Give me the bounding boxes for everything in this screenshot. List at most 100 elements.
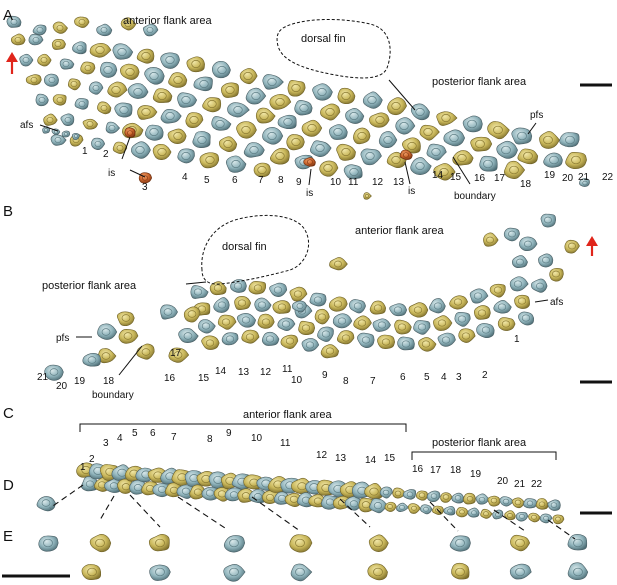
panel-a-scale-ridge — [225, 86, 235, 94]
panel-b-number-14: 14 — [215, 366, 227, 377]
panel-d-scale-top — [511, 497, 525, 509]
panel-b-number-5: 5 — [424, 372, 430, 383]
panel-a-scale — [565, 151, 587, 170]
panel-b-scale-ridge — [233, 282, 243, 290]
panel-a-scale-ridge — [205, 156, 215, 164]
panel-a-scale-ridge — [36, 26, 44, 34]
panel-b-scale-ridge — [377, 321, 387, 329]
panel-a-scale-ridge — [78, 100, 86, 108]
panel-e-scale-top-ridge — [295, 538, 305, 548]
panel-a-scale — [360, 148, 382, 166]
panel-a-number-13: 13 — [393, 177, 405, 188]
panel-a-scale — [220, 82, 239, 98]
panel-a-scale-ridge — [14, 36, 22, 44]
panel-b-number-20: 20 — [56, 381, 68, 392]
panel-d-number-5: 5 — [132, 428, 138, 439]
panel-d-scale-bottom-ridge — [555, 516, 561, 522]
panel-d-number-3: 3 — [103, 438, 109, 449]
panel-b-scale — [291, 300, 307, 313]
panel-a-number-6: 6 — [232, 175, 238, 186]
panel-a-scale — [88, 81, 104, 95]
panel-a-scale — [487, 121, 510, 140]
panel-a-scale-ridge — [125, 68, 135, 76]
panel-a-scale — [167, 128, 187, 144]
panel-d-scale-bottom-ridge — [411, 505, 417, 511]
panel-a-number-9: 9 — [296, 177, 302, 188]
panel-d-scale-top-ridge — [454, 495, 462, 501]
panel-a-scale-ridge — [431, 148, 441, 156]
panel-b-scale-ridge — [477, 309, 487, 317]
panel-e-scale-top-ridge — [95, 538, 105, 548]
panel-d-scale-bottom-ridge — [483, 511, 489, 517]
panel-d-scale-top-ridge — [478, 496, 486, 503]
panel-d-scale-bottom — [420, 504, 433, 515]
panel-a-number-17: 17 — [494, 173, 506, 184]
panel-d-scale-top — [463, 492, 476, 505]
panel-b-scale-ridge — [381, 338, 391, 346]
panel-d-scale-bottom-ridge — [133, 484, 143, 492]
panel-e-scale-top — [38, 535, 59, 552]
panel-b-anterior-label: anterior flank area — [355, 225, 445, 237]
panel-a-scale — [52, 94, 67, 106]
panel-b-pfs-label: pfs — [56, 333, 69, 344]
panel-d-scale-top-ridge — [502, 498, 510, 505]
panel-b-scale-ridge — [317, 313, 327, 321]
panel-d-number-21: 21 — [514, 479, 526, 490]
panel-d-number-17: 17 — [430, 465, 442, 476]
panel-b-scale — [458, 328, 476, 343]
panel-a-scale — [433, 163, 456, 181]
panel-a-scale — [89, 43, 112, 58]
panel-a-scale-ridge — [275, 152, 285, 160]
panel-d-scale-bottom-ridge — [399, 504, 405, 510]
panel-a-scale-ridge — [267, 78, 277, 86]
panel-a-scale-ridge — [207, 100, 217, 108]
panel-a-scale-ridge — [441, 114, 451, 122]
panel-b-scale-ridge — [497, 303, 507, 311]
panel-a-scale — [28, 33, 44, 46]
panel-b-scale-ridge — [397, 323, 407, 331]
panel-b-scale — [230, 279, 247, 293]
panel-d-scale-top-ridge — [466, 496, 474, 502]
panel-a-scale — [120, 17, 137, 31]
panel-c-posterior-bracket — [411, 451, 557, 460]
panel-a-scale — [51, 38, 66, 50]
panel-d-scale-bottom-ridge — [373, 502, 383, 510]
panel-b-scale — [301, 338, 320, 352]
panel-a-scale-ridge — [111, 86, 121, 94]
panel-a-dorsal-fin-label: dorsal fin — [301, 33, 346, 45]
panel-b-scale-ridge — [187, 310, 197, 318]
panel-b-scale — [280, 334, 299, 349]
panel-a-scales — [6, 15, 590, 200]
panel-d-label: D — [3, 477, 14, 494]
panel-a-scale-ridge — [149, 128, 159, 136]
panel-e-scale-bottom-ridge — [87, 567, 97, 577]
panel-b-scale — [389, 303, 408, 317]
panel-b-scale-ridge — [568, 242, 576, 250]
panel-a-scale — [74, 98, 89, 110]
panel-a-scale — [262, 127, 284, 145]
panel-a-scale — [112, 43, 134, 60]
panel-b-scale — [511, 255, 528, 269]
panel-d-scale-top-ridge — [418, 492, 426, 498]
panel-b-scale — [190, 285, 209, 299]
panel-b-scale-ridge — [417, 323, 427, 331]
panel-a-scale — [253, 162, 271, 178]
panel-a-afs-scale — [61, 130, 71, 138]
panel-a-scale — [114, 102, 133, 118]
panel-a-is-leader-2 — [129, 169, 146, 178]
panel-b-scale-ridge — [493, 286, 503, 294]
panel-b-scale-ridge — [513, 280, 523, 288]
panel-d-scale-top-ridge — [394, 490, 402, 497]
panel-a-scale — [25, 74, 42, 86]
panel-a-number-1: 1 — [82, 146, 88, 157]
panel-b-scale-ridge — [201, 322, 211, 330]
panel-a-scale-ridge — [141, 108, 151, 116]
panel-b-scale — [394, 319, 412, 335]
panel-a-number-3: 3 — [142, 182, 148, 193]
panel-e-scale-top — [368, 534, 389, 552]
panel-a-scale-ridge — [523, 151, 533, 161]
panel-d-scale-bottom — [384, 501, 397, 512]
panel-a-scale — [199, 152, 220, 169]
panel-a-scale-ridge — [30, 76, 38, 84]
panel-e-scale-bottom — [451, 562, 470, 580]
